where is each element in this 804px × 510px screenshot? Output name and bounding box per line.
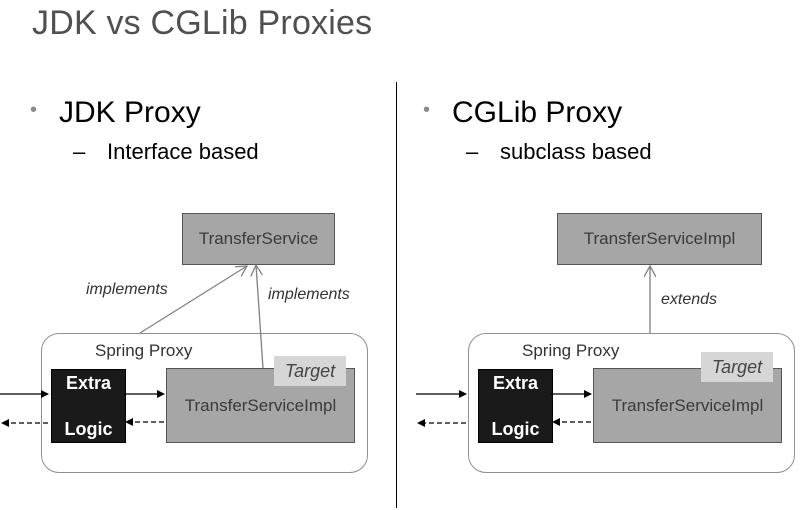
implements-label-right: implements	[268, 286, 350, 303]
dash-icon: –	[466, 139, 479, 164]
spring-proxy-label-left: Spring Proxy	[95, 341, 193, 360]
cglib-proxy-heading: CGLib Proxy	[452, 96, 623, 129]
implements-arrow-proxy	[139, 266, 247, 334]
bullet-icon: •	[30, 99, 38, 121]
bullet-jdk-proxy: • JDK Proxy	[30, 96, 201, 130]
target-tag-left: Target	[274, 356, 346, 386]
implements-label-left: implements	[86, 281, 168, 298]
sub-bullet-interface: –Interface based	[73, 139, 259, 165]
slide-title: JDK vs CGLib Proxies	[32, 4, 373, 42]
spring-proxy-label-right: Spring Proxy	[522, 341, 620, 360]
column-divider	[396, 82, 397, 508]
target-tag-right: Target	[701, 352, 773, 382]
sub-bullet-subclass: –subclass based	[466, 139, 652, 165]
transfer-service-impl-superclass-box: TransferServiceImpl	[557, 213, 762, 265]
implements-arrow-target	[256, 265, 264, 369]
bullet-cglib-proxy: • CGLib Proxy	[423, 96, 622, 130]
interface-based-text: Interface based	[107, 139, 259, 164]
extends-label: extends	[661, 291, 718, 308]
jdk-proxy-heading: JDK Proxy	[59, 96, 201, 129]
dash-icon: –	[73, 139, 86, 164]
bullet-icon: •	[423, 99, 431, 121]
subclass-based-text: subclass based	[500, 139, 652, 164]
transfer-service-interface-box: TransferService	[182, 213, 335, 265]
